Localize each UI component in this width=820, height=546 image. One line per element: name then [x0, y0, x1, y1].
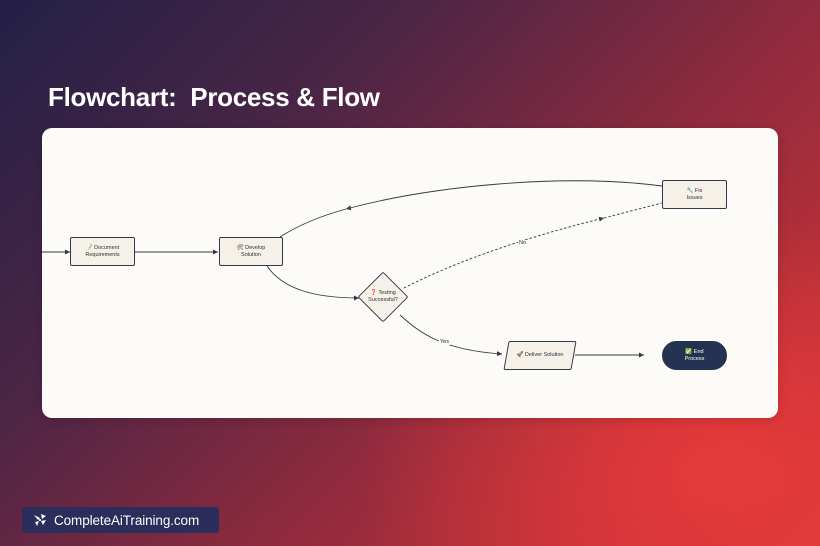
wrench-icon: 🔧 [686, 187, 694, 194]
node-deliver-solution[interactable]: 🚀 Deliver Solution [503, 341, 577, 370]
brand-name: CompleteAiTraining.com [54, 512, 200, 528]
node-label-line2: Process [684, 355, 705, 362]
edge-testing-fix-no [403, 216, 605, 289]
node-label: Document [94, 244, 120, 251]
tools-icon: 🛠 [236, 244, 244, 251]
node-label: Fix [695, 187, 703, 194]
page-title: Flowchart: Process & Flow [48, 82, 380, 112]
node-label-line2: Requirements [85, 251, 120, 258]
edge-testing-deliver-yes [399, 314, 503, 357]
brand-badge[interactable]: CompleteAiTraining.com [22, 507, 219, 533]
node-label: End [693, 348, 704, 355]
flowchart-canvas: No Yes 📝 Document Requirements 🛠 Develop… [42, 128, 778, 418]
edge-testing-fix-no-tail [603, 202, 663, 219]
brand-logo-icon [34, 514, 46, 526]
node-label-line2: Successful? [368, 297, 398, 303]
check-icon: ✅ [685, 348, 693, 355]
rocket-icon: 🚀 [516, 352, 524, 358]
node-testing-successful[interactable]: ❓ Testing Successful? [357, 271, 409, 323]
edge-label-yes: Yes [439, 339, 450, 345]
node-develop-solution[interactable]: 🛠 Develop Solution [219, 237, 283, 266]
edge-fix-develop-tail [279, 208, 347, 238]
question-icon: ❓ [370, 290, 377, 296]
node-label-line2: Issues [686, 194, 703, 201]
flowchart-connectors [42, 180, 663, 358]
node-document-requirements[interactable]: 📝 Document Requirements [70, 237, 135, 266]
node-label: Testing [378, 290, 396, 296]
edge-develop-testing [266, 265, 360, 301]
edge-fix-develop [345, 180, 663, 211]
node-label-line2: Solution [241, 251, 261, 258]
node-fix-issues[interactable]: 🔧 Fix Issues [662, 180, 727, 209]
node-label-line2: Solution [543, 352, 564, 358]
node-end-process[interactable]: ✅ End Process [662, 341, 727, 370]
edge-label-no: No [518, 240, 528, 246]
node-label: Deliver [524, 352, 543, 358]
node-label: Develop [245, 244, 266, 251]
memo-icon: 📝 [85, 244, 93, 251]
